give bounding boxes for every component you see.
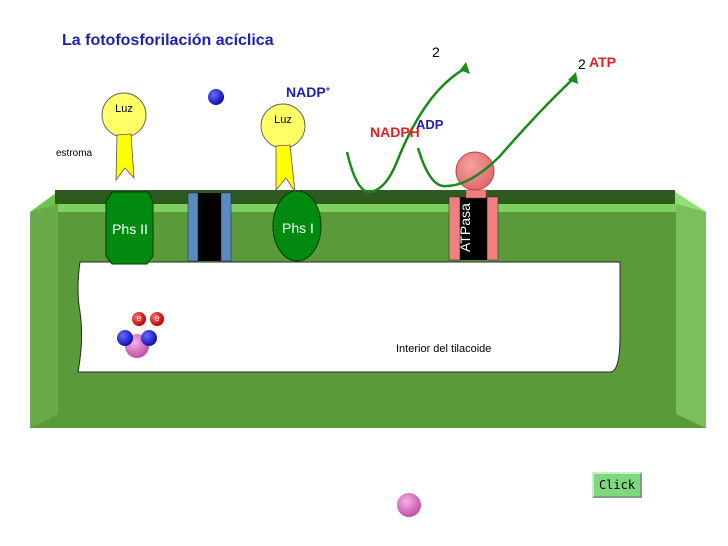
- electron-label-2: e: [154, 313, 160, 323]
- electron-1: [132, 312, 146, 326]
- nadp-superscript: +: [325, 84, 331, 94]
- page-title: La fotofosforilación acíclica: [62, 32, 274, 49]
- phs-i-label: Phs I: [282, 220, 314, 236]
- nadp-label: NADP+: [286, 84, 330, 100]
- light-left: [101, 92, 147, 182]
- water-molecule-group: [117, 312, 164, 358]
- atpasa-label: ATPasa: [457, 203, 473, 253]
- click-button[interactable]: Click: [592, 472, 642, 498]
- adp-label: ADP: [416, 117, 444, 132]
- nadph-arrow: [345, 66, 467, 194]
- lumen-label: Interior del tilacoide: [396, 343, 492, 355]
- photosystem-ii[interactable]: [105, 191, 154, 265]
- coefficient-left: 2: [432, 44, 440, 60]
- luz-label-right: Luz: [274, 114, 292, 126]
- atp-synthase[interactable]: [448, 151, 499, 261]
- reaction-arrows: [345, 62, 578, 194]
- pink-molecule-bottom: [397, 493, 421, 517]
- coefficient-right: 2: [578, 56, 586, 72]
- electron-label-1: e: [136, 313, 142, 323]
- luz-label-left: Luz: [115, 103, 133, 115]
- nadph-label: NADPH: [370, 124, 420, 140]
- thylakoid-lumen: [77, 261, 621, 373]
- atp-label: ATP: [589, 54, 616, 70]
- cytochrome-complex[interactable]: [187, 192, 232, 262]
- blue-molecule-top: [208, 89, 224, 105]
- electron-2: [150, 312, 164, 326]
- light-right: [260, 103, 306, 193]
- phs-ii-label: Phs II: [112, 221, 148, 237]
- atp-arrow: [416, 77, 575, 188]
- estroma-label: estroma: [56, 148, 93, 159]
- nadp-text: NADP: [286, 84, 326, 100]
- photosystem-i[interactable]: [272, 190, 322, 262]
